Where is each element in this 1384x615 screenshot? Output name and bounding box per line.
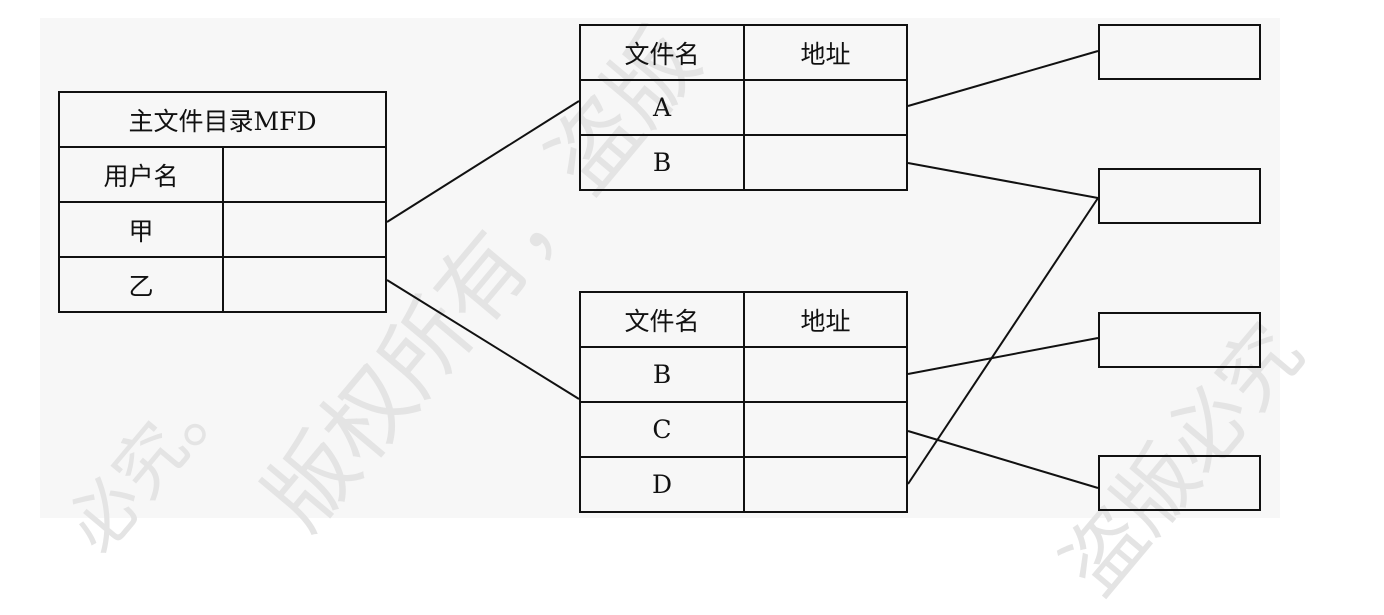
ufd-jia-b-to-block-2-link [907, 162, 1099, 199]
data-block-1 [1098, 24, 1261, 80]
mfd-yi-to-ufd-yi-link [386, 279, 580, 400]
ufd-jia-file-a: A [579, 79, 745, 136]
mfd-table: 主文件目录MFD 用户名 甲 乙 [58, 91, 387, 313]
ufd-yi-file-d: D [579, 456, 745, 513]
data-block-4 [1098, 455, 1261, 511]
mfd-jia-to-ufd-jia-link [386, 100, 580, 223]
ufd-jia-col-name: 文件名 [579, 24, 745, 81]
mfd-username-header: 用户名 [58, 146, 224, 203]
ufd-yi-addr-cell [743, 346, 908, 403]
data-block-3 [1098, 312, 1261, 368]
ufd-yi-col-name: 文件名 [579, 291, 745, 348]
ufd-jia-addr-cell [743, 134, 908, 191]
ufd-yi-col-addr: 地址 [743, 291, 908, 348]
mfd-user-jia: 甲 [58, 201, 224, 258]
ufd-yi-file-c: C [579, 401, 745, 458]
mfd-title: 主文件目录MFD [58, 91, 387, 148]
ufd-yi-addr-cell [743, 401, 908, 458]
ufd-jia-a-to-block-1-link [907, 50, 1099, 107]
mfd-pointer-cell [222, 201, 387, 258]
ufd-jia-col-addr: 地址 [743, 24, 908, 81]
ufd-yi-c-to-block-4-link [907, 430, 1099, 489]
ufd-yi-b-to-block-3-link [907, 337, 1099, 375]
connector-layer [386, 50, 1099, 489]
mfd-pointer-cell [222, 146, 387, 203]
diagram-canvas: 版权所有，盗版 必究。 盗版必究 主文件目录MFD 用户名 甲 乙 文件名 地址… [51, 10, 1321, 612]
ufd-yi-table: 文件名 地址 B C D [579, 291, 908, 513]
ufd-jia-addr-cell [743, 79, 908, 136]
mfd-pointer-cell [222, 256, 387, 313]
data-block-2 [1098, 168, 1261, 224]
ufd-yi-d-to-block-2-link [907, 197, 1099, 485]
ufd-yi-file-b: B [579, 346, 745, 403]
ufd-yi-addr-cell [743, 456, 908, 513]
mfd-user-yi: 乙 [58, 256, 224, 313]
ufd-jia-file-b: B [579, 134, 745, 191]
ufd-jia-table: 文件名 地址 A B [579, 24, 908, 191]
